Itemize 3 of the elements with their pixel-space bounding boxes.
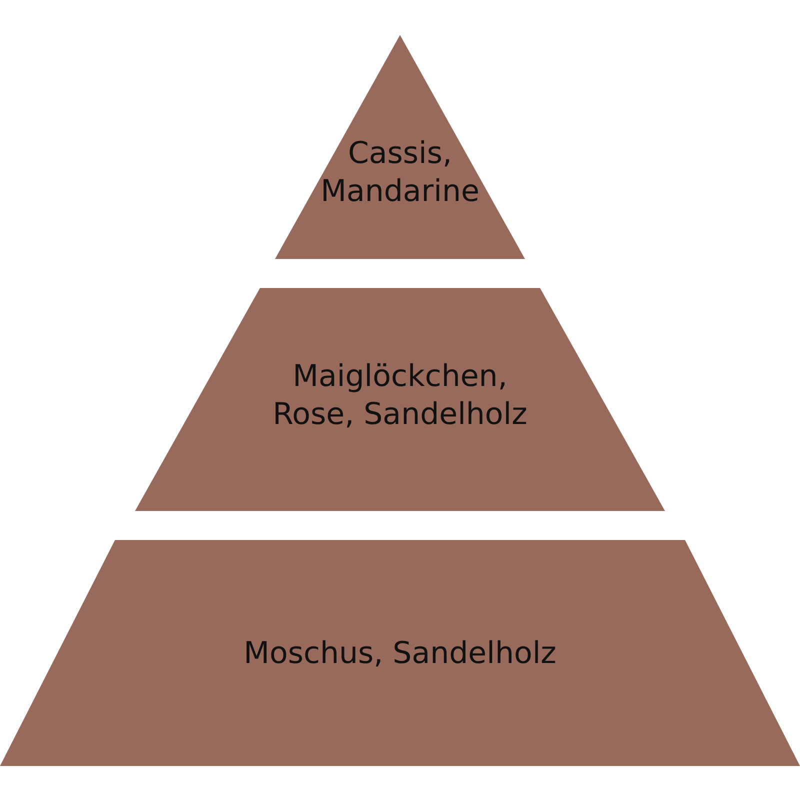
tier-label: Maiglöckchen, Rose, Sandelholz (272, 358, 528, 434)
tier-label: Moschus, Sandelholz (242, 635, 558, 673)
tier-label: Cassis, Mandarine (320, 135, 480, 211)
